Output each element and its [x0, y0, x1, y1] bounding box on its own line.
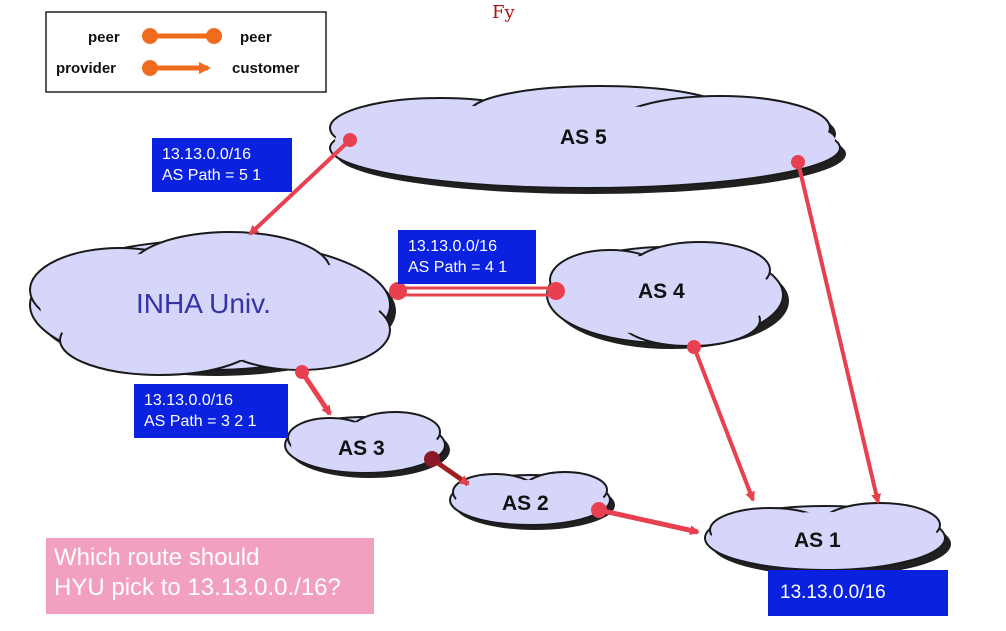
- cloud-as3: AS 3: [284, 411, 450, 478]
- cloud-inha: INHA Univ.: [29, 231, 396, 376]
- question-line1: Which route should: [54, 544, 260, 571]
- legend: peer peer provider customer: [45, 11, 327, 93]
- legend-peer-dot-left: [142, 28, 158, 44]
- route-prefix: 13.13.0.0/16: [162, 146, 251, 163]
- route-box-via-as3: 13.13.0.0/16 AS Path = 3 2 1: [134, 384, 288, 438]
- route-prefix: 13.13.0.0/16: [780, 582, 886, 603]
- link-as3-as2-dot: [424, 451, 440, 467]
- route-path: AS Path = 3 2 1: [144, 413, 257, 430]
- link-inha-as3: [299, 370, 333, 416]
- legend-frame: [45, 11, 327, 93]
- link-as4-as1: [692, 346, 755, 502]
- route-box-via-as5: 13.13.0.0/16 AS Path = 5 1: [152, 138, 292, 192]
- as2-label: AS 2: [502, 492, 549, 515]
- cloud-as2: AS 2: [449, 471, 615, 530]
- as5-label: AS 5: [560, 126, 607, 149]
- legend-provider: provider: [56, 60, 116, 77]
- link-inha-as4-dot-right: [547, 282, 565, 300]
- link-as5-as1-dot: [791, 155, 805, 169]
- route-prefix: 13.13.0.0/16: [408, 238, 497, 255]
- link-as2-as1-dot: [591, 502, 607, 518]
- legend-provider-dot: [142, 60, 158, 76]
- legend-peer-right: peer: [240, 29, 272, 46]
- legend-peer-dot-right: [206, 28, 222, 44]
- links: [248, 133, 882, 536]
- route-prefix: 13.13.0.0/16: [144, 392, 233, 409]
- route-path: AS Path = 5 1: [162, 167, 262, 184]
- question-line2: HYU pick to 13.13.0.0./16?: [54, 574, 341, 601]
- as4-label: AS 4: [638, 280, 685, 303]
- cloud-as4: AS 4: [546, 241, 789, 349]
- legend-customer: customer: [232, 60, 300, 77]
- link-as4-as1-dot: [687, 340, 701, 354]
- link-as5-inha: [248, 138, 352, 236]
- inha-label: INHA Univ.: [136, 288, 271, 319]
- as1-label: AS 1: [794, 529, 841, 552]
- route-path: AS Path = 4 1: [408, 259, 508, 276]
- link-inha-as3-dot: [295, 365, 309, 379]
- cloud-as1: AS 1: [704, 502, 951, 576]
- question-box: Which route should HYU pick to 13.13.0.0…: [46, 538, 374, 614]
- legend-peer-left: peer: [88, 29, 120, 46]
- as3-label: AS 3: [338, 437, 385, 460]
- link-as5-inha-dot: [343, 133, 357, 147]
- link-as2-as1: [598, 507, 700, 536]
- cloud-as5: AS 5: [329, 85, 846, 194]
- annotation-mark: Fy: [492, 2, 515, 23]
- link-as5-as1: [796, 161, 882, 504]
- link-inha-as4-dot-left: [389, 282, 407, 300]
- route-box-origin: 13.13.0.0/16: [768, 570, 948, 616]
- route-box-via-as4: 13.13.0.0/16 AS Path = 4 1: [398, 230, 536, 284]
